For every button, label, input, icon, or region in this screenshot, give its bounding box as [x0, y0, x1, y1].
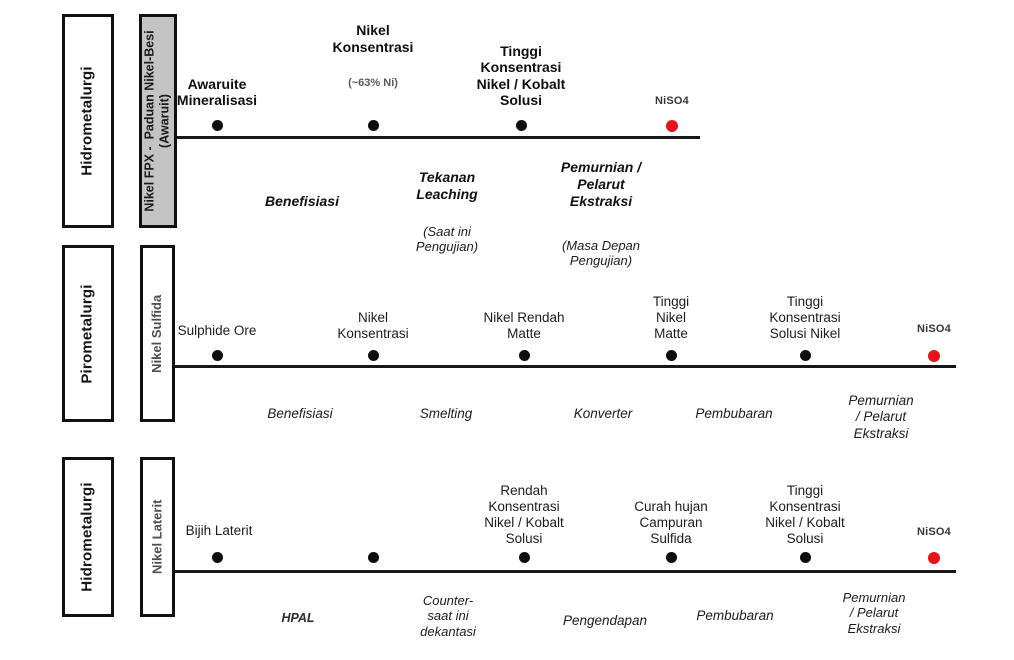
process-step-sublabel: (Saat ini Pengujian): [415, 223, 479, 255]
process-step-label: Pengendapan: [562, 613, 648, 629]
stream-label: Nikel Sulfida: [149, 294, 165, 373]
stream-box: Nikel Sulfida: [140, 245, 175, 422]
node-dot: [666, 552, 677, 563]
process-step-label: Pemurnian / Pelarut Ekstraksi (Masa Depa…: [560, 159, 642, 269]
process-step-label: Konverter: [573, 406, 633, 422]
node-dot: [800, 350, 811, 361]
station-label: Tinggi Konsentrasi Nikel / Kobalt Solusi: [765, 483, 845, 547]
process-line: [175, 365, 956, 368]
process-step-label: Pemurnian / Pelarut Ekstraksi: [842, 589, 906, 636]
category-box: Hidrometalurgi: [62, 14, 114, 228]
product-dot-niso4: [666, 120, 678, 132]
station-label: Curah hujan Campuran Sulfida: [634, 499, 708, 547]
category-box: Pirometalurgi: [62, 245, 114, 422]
node-dot: [212, 552, 223, 563]
process-step-label: HPAL: [281, 611, 315, 626]
station-label-niso4: NiSO4: [916, 526, 952, 539]
stream-label: Nikel FPX - Paduan Nikel-Besi (Awaruit): [143, 30, 172, 212]
process-line: [177, 136, 700, 139]
node-dot: [666, 350, 677, 361]
stream-box: Nikel FPX - Paduan Nikel-Besi (Awaruit): [139, 14, 177, 228]
process-step-label: Counter- saat ini dekantasi: [420, 592, 476, 639]
process-step-label: Pemurnian / Pelarut Ekstraksi: [848, 393, 914, 441]
station-label: Nikel Konsentrasi (~63% Ni): [333, 3, 414, 109]
category-label: Pirometalurgi: [79, 283, 97, 384]
station-sublabel: (~63% Ni): [348, 77, 398, 90]
station-label: Bijih Laterit: [185, 523, 253, 539]
product-dot-niso4: [928, 552, 940, 564]
process-step-label: Pembubaran: [695, 406, 773, 422]
station-label-niso4: NiSO4: [916, 323, 952, 336]
node-dot: [516, 120, 527, 131]
category-label: Hidrometalurgi: [79, 66, 97, 176]
node-dot: [368, 120, 379, 131]
node-dot: [519, 350, 530, 361]
process-step-label: Pembubaran: [696, 608, 774, 624]
process-step-sublabel: (Masa Depan Pengujian): [561, 237, 641, 269]
station-label: Awaruite Mineralisasi: [176, 75, 258, 109]
stream-label: Nikel Laterit: [149, 499, 165, 575]
process-line: [175, 570, 956, 573]
node-dot: [519, 552, 530, 563]
station-label-niso4: NiSO4: [654, 95, 690, 108]
process-step-label: Tekanan Leaching (Saat ini Pengujian): [415, 169, 479, 255]
node-dot: [368, 552, 379, 563]
category-label: Hidrometalurgi: [79, 482, 97, 592]
process-step-label: Benefisiasi: [265, 193, 339, 210]
station-label: Tinggi Nikel Matte: [652, 294, 690, 342]
node-dot: [800, 552, 811, 563]
node-dot: [368, 350, 379, 361]
station-label: Tinggi Konsentrasi Nikel / Kobalt Solusi: [476, 42, 566, 109]
product-dot-niso4: [928, 350, 940, 362]
node-dot: [212, 120, 223, 131]
category-box: Hidrometalurgi: [62, 457, 114, 617]
process-step-label: Benefisiasi: [267, 406, 333, 422]
station-label-main: Nikel Konsentrasi: [332, 22, 414, 55]
stream-box: Nikel Laterit: [140, 457, 175, 617]
station-label: Nikel Rendah Matte: [483, 310, 565, 342]
station-label: Rendah Konsentrasi Nikel / Kobalt Solusi: [484, 483, 564, 547]
node-dot: [212, 350, 223, 361]
station-label: Tinggi Konsentrasi Solusi Nikel: [769, 294, 841, 342]
station-label: Sulphide Ore: [177, 323, 257, 339]
station-label: Nikel Konsentrasi: [337, 310, 409, 342]
process-step-label: Smelting: [419, 406, 473, 422]
